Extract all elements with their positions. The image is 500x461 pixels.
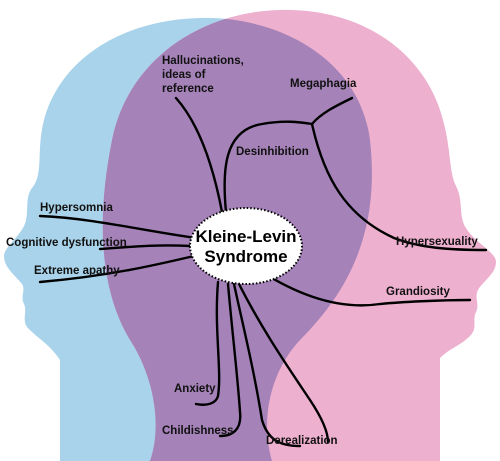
label-anxiety: Anxiety	[174, 383, 216, 395]
line-derealization	[232, 282, 302, 448]
line-hallucinations	[174, 96, 224, 214]
line-hypersomnia	[38, 214, 198, 240]
label-extreme-apathy: Extreme apathy	[34, 265, 120, 277]
line-grandiosity	[260, 270, 472, 307]
line-megaphagia	[310, 96, 354, 126]
label-hallucinations-2: ideas of	[162, 69, 206, 81]
line-desinhibition-trunk	[223, 120, 314, 214]
label-grandiosity: Grandiosity	[386, 286, 451, 298]
center-title-line1: Kleine-Levin	[195, 227, 296, 246]
line-extreme-apathy	[38, 254, 196, 284]
center-node	[189, 207, 303, 285]
label-cognitive-dysfunction: Cognitive dysfunction	[6, 237, 127, 249]
line-childishness	[218, 282, 242, 438]
label-hypersexuality: Hypersexuality	[396, 236, 478, 248]
label-hypersomnia: Hypersomnia	[40, 202, 113, 214]
center-title-line2: Syndrome	[204, 247, 287, 266]
label-megaphagia: Megaphagia	[290, 78, 357, 90]
line-hypersexuality	[310, 122, 488, 252]
line-anxiety	[194, 280, 221, 406]
line-extra-right	[236, 280, 330, 444]
label-derealization: Derealization	[266, 435, 338, 447]
label-hallucinations-3: reference	[162, 83, 214, 95]
label-hallucinations-1: Hallucinations,	[162, 55, 244, 67]
label-childishness: Childishness	[162, 425, 234, 437]
label-desinhibition: Desinhibition	[236, 146, 309, 158]
line-cognitive-dysfunction	[98, 244, 192, 251]
